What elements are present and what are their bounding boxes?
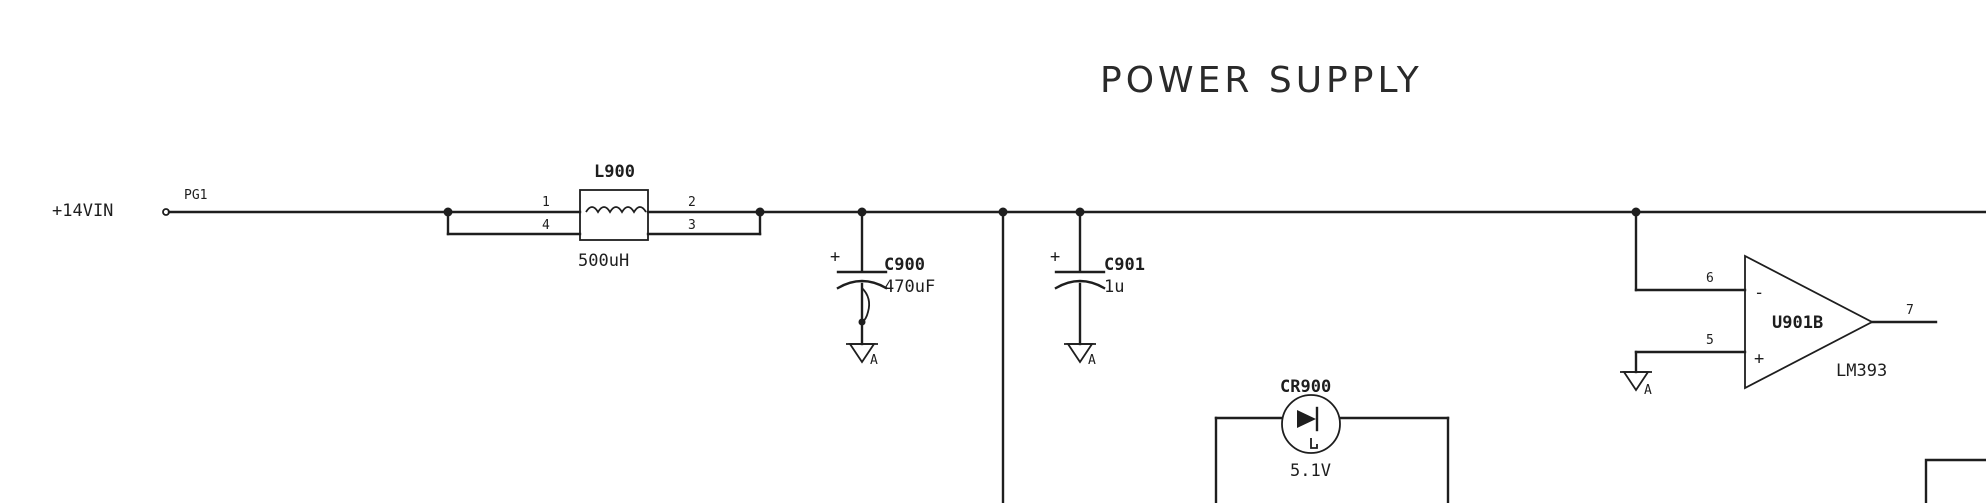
c901-ref: C901: [1104, 255, 1145, 275]
opamp-u901b: [1631, 207, 1938, 390]
inductor-ref: L900: [594, 162, 635, 182]
schematic-title: POWER SUPPLY: [1100, 60, 1423, 101]
c901-value: 1u: [1104, 277, 1124, 297]
inductor-pin-4: 4: [542, 218, 550, 233]
input-net-label: +14VIN: [52, 201, 113, 221]
partial-component-box: [1924, 458, 1986, 503]
ground-label-opamp: A: [1644, 383, 1652, 398]
opamp-pin-7: 7: [1906, 303, 1914, 318]
capacitor-c900: [836, 207, 888, 346]
c900-ref: C900: [884, 255, 925, 275]
inductor-l900: [443, 189, 765, 241]
inductor-pin-1: 1: [542, 195, 550, 210]
zener-diode-cr900: [1214, 394, 1450, 503]
ground-label-c901: A: [1088, 353, 1096, 368]
connector-label: PG1: [184, 188, 207, 203]
ground-symbol-c900: [846, 343, 878, 364]
c901-polarity-mark: +: [1050, 247, 1060, 267]
c900-value: 470uF: [884, 277, 935, 297]
inductor-pin-2: 2: [688, 195, 696, 210]
opamp-part: LM393: [1836, 361, 1887, 381]
capacitor-c901: [1054, 207, 1106, 346]
opamp-inv-sign: -: [1754, 283, 1764, 303]
opamp-pin-5: 5: [1706, 333, 1714, 348]
opamp-ref: U901B: [1772, 313, 1823, 333]
cr900-value: 5.1V: [1290, 461, 1331, 481]
c900-polarity-mark: +: [830, 247, 840, 267]
opamp-pin-6: 6: [1706, 271, 1714, 286]
inductor-pin-3: 3: [688, 218, 696, 233]
ground-symbol-c901: [1064, 343, 1096, 364]
ground-label-c900: A: [870, 353, 878, 368]
cr900-ref: CR900: [1280, 377, 1331, 397]
inductor-value: 500uH: [578, 251, 629, 271]
opamp-noninv-sign: +: [1754, 349, 1764, 369]
ground-symbol-opamp: [1620, 371, 1652, 392]
